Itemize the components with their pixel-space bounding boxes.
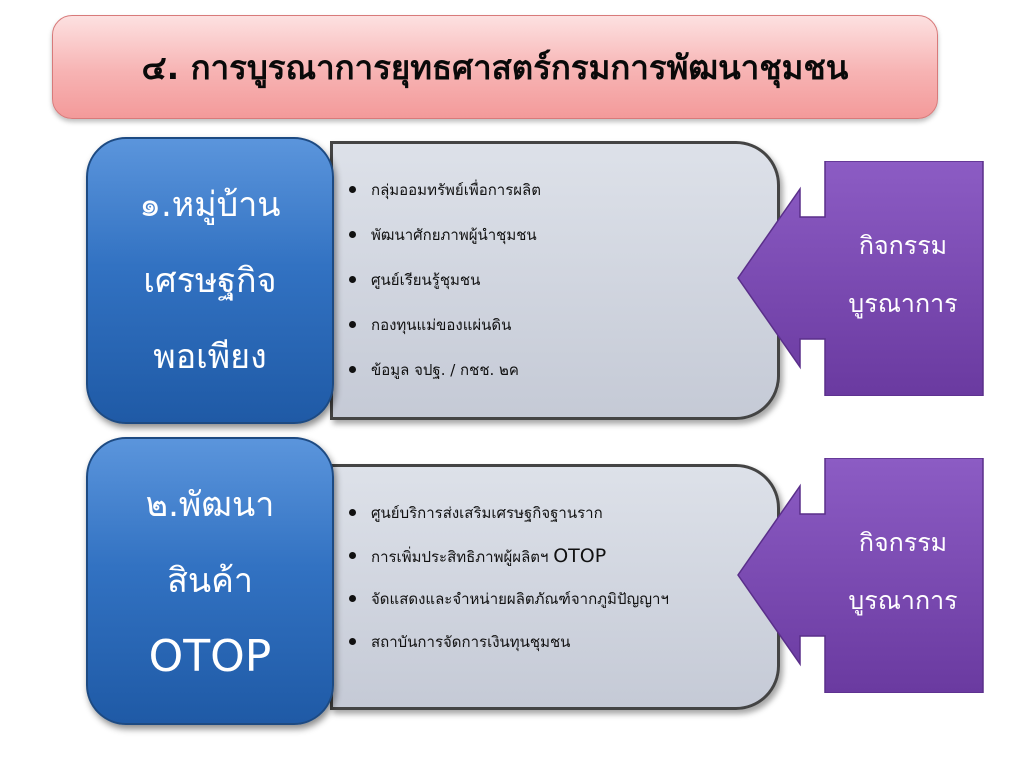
list-item: สถาบันการจัดการเงินทุนชุมชน [333, 629, 777, 672]
title-banner: ๔. การบูรณาการยุทธศาสตร์กรมการพัฒนาชุมชน [52, 15, 938, 119]
list-item: จัดแสดงและจำหน่ายผลิตภัณฑ์จากภูมิปัญญาฯ [333, 586, 777, 629]
strategy-box-1: ๑.หมู่บ้าน เศรษฐกิจ พอเพียง [86, 137, 334, 424]
activity-list-box-2: ศูนย์บริการส่งเสริมเศรษฐกิจฐานราก การเพิ… [330, 464, 780, 710]
arrow-label-line: บูรณาการ [848, 586, 958, 615]
page-title: ๔. การบูรณาการยุทธศาสตร์กรมการพัฒนาชุมชน [141, 47, 849, 87]
arrow-label-line: กิจกรรม [858, 231, 948, 260]
list-item: กองทุนแม่ของแผ่นดิน [333, 312, 777, 357]
list-item: ข้อมูล จปฐ. / กชช. ๒ค [333, 357, 777, 402]
arrow-label-line: บูรณาการ [848, 289, 958, 318]
strategy-heading-line: OTOP [148, 631, 272, 682]
strategy-heading-line: เศรษฐกิจ [143, 260, 277, 301]
integration-arrow-2: กิจกรรม บูรณาการ [735, 458, 985, 693]
activity-list-2: ศูนย์บริการส่งเสริมเศรษฐกิจฐานราก การเพิ… [333, 500, 777, 672]
integration-arrow-1: กิจกรรม บูรณาการ [735, 161, 985, 396]
list-item: กลุ่มออมทรัพย์เพื่อการผลิต [333, 177, 777, 222]
list-item: ศูนย์เรียนรู้ชุมชน [333, 267, 777, 312]
strategy-heading-line: พอเพียง [153, 336, 267, 377]
strategy-box-2: ๒.พัฒนา สินค้า OTOP [86, 437, 334, 725]
strategy-heading-line: ๑.หมู่บ้าน [139, 184, 281, 225]
arrow-label-line: กิจกรรม [858, 528, 948, 557]
strategy-heading-line: สินค้า [167, 561, 253, 601]
activity-list-box-1: กลุ่มออมทรัพย์เพื่อการผลิต พัฒนาศักยภาพผ… [330, 141, 780, 420]
strategy-heading-line: ๒.พัฒนา [145, 485, 275, 525]
list-item: การเพิ่มประสิทธิภาพผู้ผลิตฯ OTOP [333, 543, 777, 586]
left-arrow-icon [737, 458, 984, 693]
activity-list-1: กลุ่มออมทรัพย์เพื่อการผลิต พัฒนาศักยภาพผ… [333, 177, 777, 402]
left-arrow-icon [737, 161, 984, 396]
list-item: พัฒนาศักยภาพผู้นำชุมชน [333, 222, 777, 267]
list-item: ศูนย์บริการส่งเสริมเศรษฐกิจฐานราก [333, 500, 777, 543]
